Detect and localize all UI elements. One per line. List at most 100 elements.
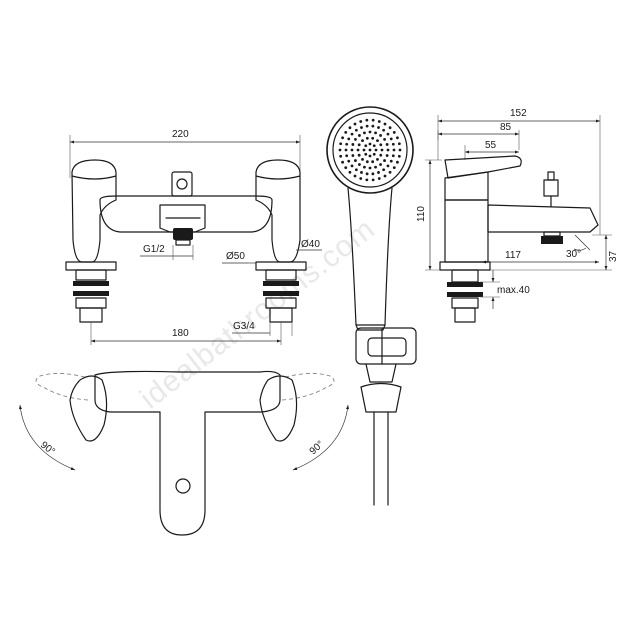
nozzle-dot [371, 160, 375, 164]
nozzle-dot [354, 168, 358, 172]
nozzle-dot [386, 148, 390, 152]
nozzle-dot [398, 148, 402, 152]
nozzle-dot [350, 164, 354, 168]
dim-110: 110 [416, 206, 427, 222]
nozzle-dot [353, 174, 357, 178]
nozzle-dot [377, 177, 381, 180]
nozzle-dot [365, 160, 369, 164]
nozzle-dot [357, 143, 361, 147]
nozzle-dot [379, 134, 382, 137]
nozzle-dot [364, 144, 368, 148]
nozzle-dot [358, 163, 361, 166]
nozzle-dot [380, 148, 384, 152]
nozzle-dot [354, 138, 357, 141]
nozzle-dot [345, 154, 349, 158]
nozzle-dot [389, 159, 393, 163]
nozzle-dot [379, 143, 383, 147]
nozzle-dot [397, 154, 401, 158]
nozzle-dot [353, 122, 357, 126]
nozzle-dot [392, 166, 396, 170]
dim-117: 117 [505, 250, 521, 261]
nozzle-dot [392, 148, 396, 152]
nozzle-dot [371, 136, 375, 140]
nozzle-dot [361, 139, 364, 143]
nozzle-dot [365, 124, 369, 128]
nozzle-dot [374, 165, 377, 169]
watermark: idealbathrooms.com [134, 212, 381, 415]
dim-max40: max.40 [497, 285, 530, 296]
nozzle-dot [363, 165, 366, 169]
nozzle-dot [372, 144, 376, 148]
dim-g12: G1/2 [143, 244, 165, 255]
nozzle-dot [396, 136, 399, 140]
nozzle-dot [377, 171, 380, 174]
nozzle-dot [348, 170, 352, 174]
nozzle-dot [345, 142, 349, 146]
dim-85: 85 [500, 122, 512, 133]
hand-shower-view [326, 106, 417, 506]
dim-55: 55 [485, 140, 497, 151]
nozzle-dot [338, 148, 342, 152]
nozzle-dot [360, 171, 363, 174]
dim-90-right: 90° [308, 439, 327, 457]
nozzle-dot [371, 124, 375, 128]
nozzle-dot [385, 154, 389, 157]
nozzle-dot [383, 138, 386, 141]
nozzle-dot [351, 143, 355, 146]
nozzle-dot [368, 154, 372, 158]
nozzle-dot [368, 142, 372, 146]
nozzle-dot [383, 122, 387, 126]
nozzle-dot [383, 159, 386, 162]
side-view: 152 85 55 110 30° [416, 108, 619, 323]
nozzle-dot [339, 154, 343, 158]
nozzle-dot [371, 178, 375, 182]
dim-90-left: 90° [38, 440, 57, 458]
dim-30deg: 30° [566, 249, 581, 260]
nozzle-dot [371, 172, 375, 176]
nozzle-dot [363, 131, 366, 135]
nozzle-dot [388, 170, 392, 174]
nozzle-dot [339, 142, 343, 146]
nozzle-dot [382, 168, 386, 172]
nozzle-dot [351, 154, 355, 157]
nozzle-dot [362, 148, 366, 152]
nozzle-dot [344, 148, 348, 152]
nozzle-dot [379, 163, 382, 166]
dim-d50: Ø50 [226, 251, 245, 262]
dim-d40: Ø40 [301, 239, 320, 250]
nozzle-dot [368, 130, 372, 134]
nozzle-dot [368, 166, 372, 170]
nozzle-dot [350, 132, 354, 136]
nozzle-dot [341, 160, 344, 164]
nozzle-dot [376, 157, 379, 161]
nozzle-dot [344, 130, 348, 134]
nozzle-dot [364, 152, 368, 156]
dim-37: 37 [608, 250, 619, 262]
nozzle-dot [379, 153, 383, 157]
nozzle-dot [341, 136, 344, 140]
nozzle-dot [347, 137, 351, 141]
top-view: 90° 90° [18, 370, 350, 536]
nozzle-dot [386, 132, 390, 136]
nozzle-dot [354, 128, 358, 132]
nozzle-dot [391, 142, 395, 146]
nozzle-dot [374, 131, 377, 135]
dim-220: 220 [172, 129, 189, 140]
nozzle-dot [392, 130, 396, 134]
dim-152: 152 [510, 108, 527, 119]
nozzle-dot [357, 153, 361, 157]
nozzle-dot [361, 157, 364, 161]
nozzle-dot [391, 154, 395, 158]
shower-nozzles [338, 118, 402, 182]
nozzle-dot [372, 152, 376, 156]
front-view: 220 G1/2 [65, 129, 322, 345]
nozzle-dot [382, 128, 386, 132]
nozzle-dot [356, 148, 360, 152]
nozzle-dot [383, 174, 387, 178]
nozzle-dot [388, 126, 392, 130]
nozzle-dot [358, 134, 361, 137]
dim-180: 180 [172, 328, 189, 339]
nozzle-dot [376, 139, 379, 143]
nozzle-dot [385, 143, 389, 146]
